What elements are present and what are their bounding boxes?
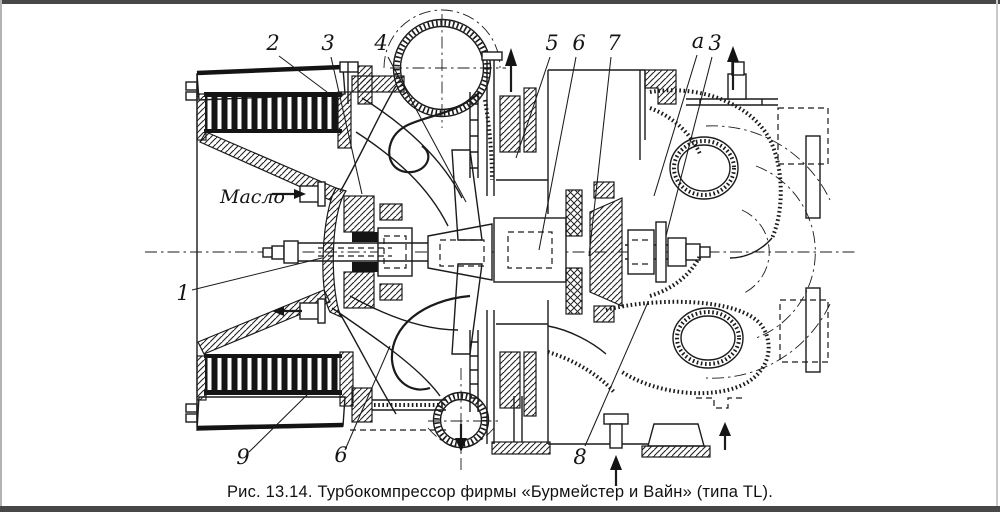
shaft-cone [427, 223, 493, 281]
scan-edge-right [996, 0, 998, 512]
scan-edge-top [0, 0, 1000, 4]
coupling-hub [493, 217, 567, 283]
impeller-upper-blade [451, 149, 483, 241]
callout-leader-lines [191, 54, 713, 453]
callout-8: 8 [573, 445, 586, 469]
callout-3-right: 3 [708, 31, 721, 55]
mounting-feet [491, 396, 711, 458]
callout-a: a [692, 29, 705, 53]
oil-in-arrow-head [294, 189, 306, 199]
gas-outlet-ducts [547, 88, 783, 396]
rotor-shaft [298, 149, 711, 355]
flow-arrows [455, 46, 739, 486]
callout-9: 9 [236, 445, 249, 469]
callout-4: 4 [373, 31, 387, 55]
scan-edge-left [0, 0, 2, 512]
phantom-outline-engine-side [696, 107, 831, 409]
callout-1: 1 [176, 281, 189, 305]
air-down-arrow-head [455, 438, 467, 452]
oil-ports [272, 181, 326, 324]
air-filter-bottom-block [185, 351, 354, 431]
turbine-casing [547, 69, 702, 445]
callout-5: 5 [545, 31, 558, 55]
gas-bottom-right-arrow-head [719, 422, 731, 436]
air-out-arrow-head [505, 48, 517, 66]
scan-edge-bottom [0, 506, 1000, 512]
shaft-nut [667, 237, 687, 267]
callout-7: 7 [607, 31, 621, 55]
air-filter-top-block [185, 64, 352, 149]
callout-6-bottom: 6 [334, 443, 347, 467]
intake-funnel [197, 85, 397, 415]
gas-top-arrow-head [727, 46, 739, 62]
callout-labels: 2 3 4 5 6 7 a 3 1 9 6 8 Масло [176, 29, 721, 469]
diffuser-column [469, 51, 548, 444]
callout-2: 2 [265, 31, 279, 55]
turbine-disc [589, 197, 623, 307]
callout-6-top: 6 [572, 31, 585, 55]
figure-caption: Рис. 13.14. Турбокомпрессор фирмы «Бурме… [226, 483, 774, 501]
callout-3: 3 [321, 31, 334, 55]
oil-label: Масло [219, 186, 285, 208]
bearing-assembly [262, 195, 413, 309]
gas-bottom-arrow-head [610, 455, 622, 470]
oil-out-arrow-head [272, 306, 284, 316]
